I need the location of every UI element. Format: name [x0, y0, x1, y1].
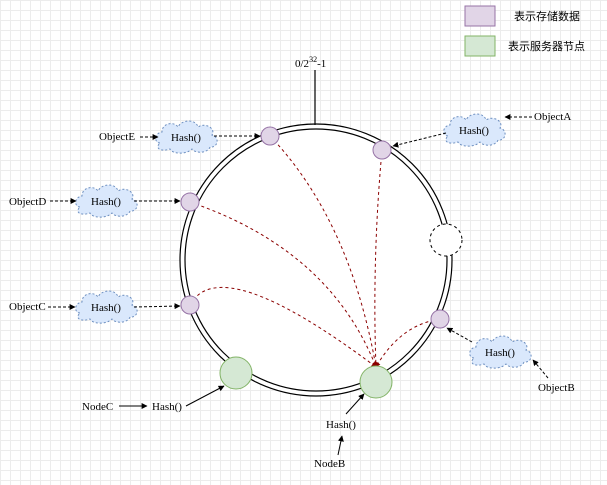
arrow-object-b-to-hash	[532, 359, 549, 379]
mapping-curve-a	[373, 149, 383, 368]
mapping-curve-c	[189, 286, 377, 368]
hash-ring-outer	[179, 123, 453, 397]
data-point-e[interactable]	[260, 126, 280, 146]
legend-data-swatch	[464, 5, 496, 27]
arrow-hash-c-to-ring	[133, 303, 181, 310]
svg-text:Hash(): Hash()	[91, 196, 121, 208]
empty-node-slot	[429, 223, 463, 257]
hash-cloud-c: Hash()	[75, 290, 138, 324]
node-b-label: NodeB	[314, 458, 345, 470]
svg-text:Hash(): Hash()	[91, 302, 121, 314]
node-b-hash-label: Hash()	[326, 419, 356, 431]
data-point-d[interactable]	[180, 192, 200, 212]
data-point-c[interactable]	[180, 295, 200, 315]
legend-server-label: 表示服务器节点	[508, 39, 585, 53]
legend-server-swatch	[464, 35, 496, 57]
arrow-hash-b-to-ring	[446, 327, 473, 343]
node-c-label: NodeC	[82, 401, 113, 413]
hash-cloud-d: Hash()	[75, 184, 138, 218]
svg-text:Hash(): Hash()	[485, 347, 515, 359]
node-c-hash-label: Hash()	[152, 401, 182, 413]
svg-text:Hash(): Hash()	[459, 125, 489, 137]
data-point-b[interactable]	[430, 309, 450, 329]
legend-data-label: 表示存储数据	[514, 9, 580, 23]
arrow-node-b-to-hash	[337, 435, 344, 456]
mapping-curve-d	[189, 201, 377, 368]
data-point-a[interactable]	[372, 140, 392, 160]
hash-ring-inner	[184, 128, 448, 392]
object-a-label: ObjectA	[534, 111, 571, 123]
server-node-c[interactable]	[219, 356, 253, 390]
object-e-label: ObjectE	[99, 131, 135, 143]
arrow-node-b-hash-to-ring	[345, 393, 365, 415]
ring-range-label: 0/232-1	[295, 55, 326, 70]
object-d-label: ObjectD	[9, 196, 46, 208]
object-c-label: ObjectC	[9, 301, 46, 313]
mapping-curve-e	[269, 135, 378, 368]
hash-cloud-b: Hash()	[469, 335, 532, 369]
hash-cloud-e: Hash()	[155, 120, 218, 154]
svg-text:Hash(): Hash()	[171, 132, 201, 144]
server-node-b[interactable]	[359, 365, 393, 399]
hash-cloud-a: Hash()	[443, 113, 506, 147]
object-b-label: ObjectB	[538, 382, 575, 394]
arrow-hash-a-to-ring	[392, 132, 447, 148]
arrow-node-c-hash-to-ring	[185, 385, 225, 407]
